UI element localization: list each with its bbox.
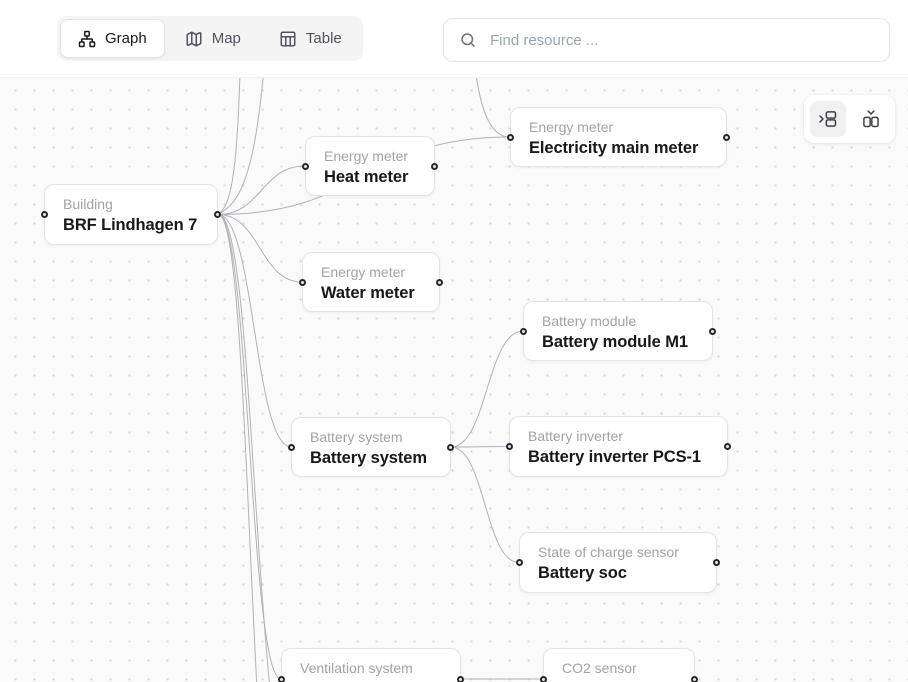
node-type-label: CO2 sensor — [562, 660, 637, 676]
target-handle[interactable] — [516, 559, 523, 566]
node-type-label: Energy meter — [321, 264, 406, 280]
source-handle[interactable] — [431, 162, 438, 170]
layout-horizontal-icon — [819, 111, 837, 127]
search-input[interactable] — [443, 18, 890, 62]
target-handle[interactable] — [288, 443, 295, 451]
edge-building-to-offscreen-bottom-1 — [217, 213, 270, 682]
target-handle[interactable] — [278, 675, 285, 682]
node-type-label: Battery inverter — [528, 428, 623, 444]
source-handle[interactable] — [709, 327, 716, 335]
edge-building-to-ventilation-system — [217, 214, 282, 680]
source-handle[interactable] — [724, 443, 731, 450]
node-name: Water meter — [321, 283, 415, 302]
layout-horizontal-button[interactable] — [810, 101, 846, 137]
source-handle[interactable] — [691, 675, 698, 682]
edge-battery-system-to-battery-inverter-pcs1 — [450, 446, 510, 448]
edge-building-to-water-meter — [217, 214, 303, 283]
tab-graph[interactable]: Graph — [60, 19, 165, 58]
tab-label: Map — [211, 30, 241, 47]
source-handle[interactable] — [214, 211, 221, 218]
table-icon — [280, 31, 296, 46]
target-handle[interactable] — [41, 211, 48, 218]
target-handle[interactable] — [507, 133, 514, 141]
node-co2-sensor[interactable]: CO2 sensor — [540, 648, 698, 682]
layout-vertical-icon — [863, 110, 879, 128]
node-type-label: Building — [63, 196, 113, 212]
target-handle[interactable] — [540, 675, 547, 682]
edge-building-to-heat-meter — [217, 165, 306, 215]
node-type-label: Energy meter — [324, 148, 409, 164]
node-name: Battery soc — [538, 563, 627, 582]
tab-label: Graph — [105, 30, 147, 47]
edge-building-to-offscreen-top-2 — [217, 78, 264, 215]
node-name: Battery system — [310, 448, 427, 467]
source-handle[interactable] — [457, 675, 464, 682]
map-icon — [186, 31, 202, 46]
edges-layer — [217, 78, 543, 682]
edge-building-to-offscreen-bottom-2 — [217, 213, 258, 682]
tab-label: Table — [305, 30, 342, 47]
target-handle[interactable] — [520, 327, 527, 335]
node-type-label: State of charge sensor — [538, 544, 679, 560]
node-name: Battery module M1 — [542, 332, 688, 351]
tab-map[interactable]: Map — [167, 19, 259, 58]
edge-offscreen-top-to-electricity-main-meter — [476, 78, 511, 138]
node-type-label: Ventilation system — [300, 660, 413, 676]
layout-vertical-button[interactable] — [853, 101, 889, 137]
view-tab-group: Graph Map Table — [57, 16, 363, 61]
search-box — [443, 18, 890, 62]
node-name: BRF Lindhagen 7 — [63, 215, 198, 234]
source-handle[interactable] — [723, 133, 730, 141]
node-name: Electricity main meter — [529, 138, 699, 157]
edge-building-to-offscreen-top-1 — [217, 78, 241, 215]
node-name: Battery inverter PCS-1 — [528, 447, 701, 466]
node-type-label: Battery system — [310, 429, 403, 445]
source-handle[interactable] — [447, 443, 454, 451]
layout-controls — [804, 95, 895, 143]
tab-table[interactable]: Table — [261, 19, 360, 58]
node-name: Heat meter — [324, 167, 409, 186]
target-handle[interactable] — [506, 443, 513, 450]
header: Graph Map Table — [0, 0, 908, 78]
network-icon — [78, 30, 96, 47]
node-ventilation-system[interactable]: Ventilation system — [278, 648, 464, 682]
edge-building-to-battery-system — [217, 214, 292, 448]
node-type-label: Energy meter — [529, 119, 614, 135]
search-icon — [461, 33, 475, 47]
target-handle[interactable] — [302, 162, 309, 170]
node-type-label: Battery module — [542, 313, 637, 329]
target-handle[interactable] — [299, 278, 306, 286]
source-handle[interactable] — [436, 278, 443, 286]
source-handle[interactable] — [713, 559, 720, 566]
